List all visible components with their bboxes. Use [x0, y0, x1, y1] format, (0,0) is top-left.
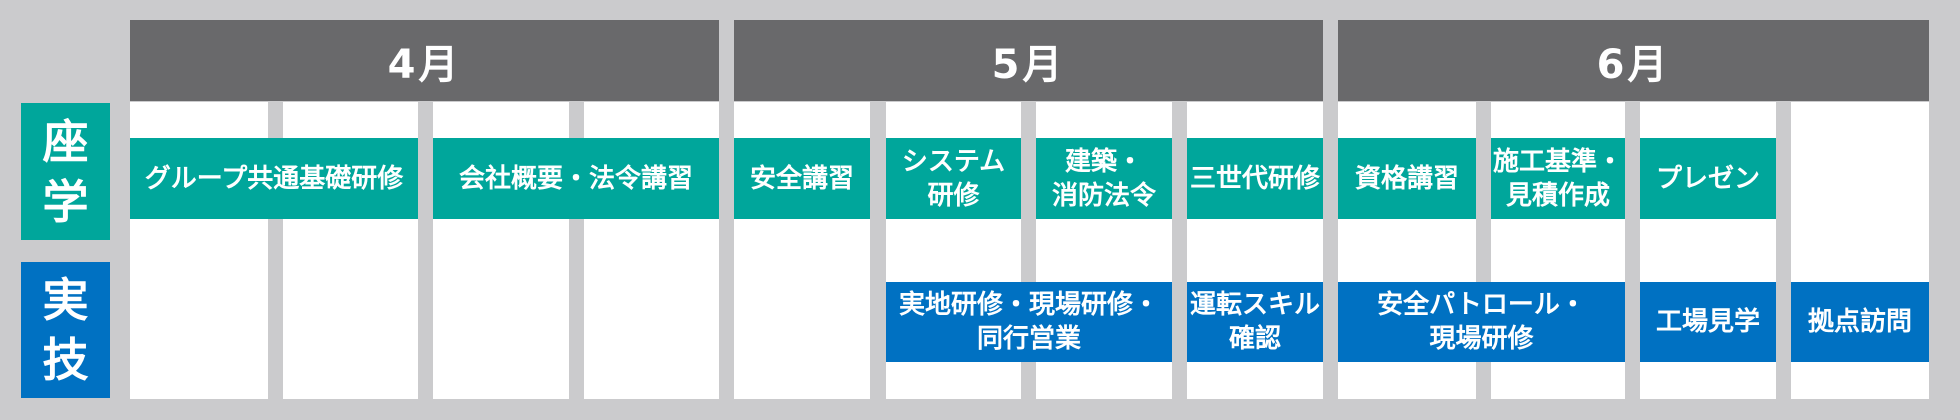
schedule-bar-line: 施工基準・: [1492, 146, 1623, 177]
schedule-bar-line: 工場見学: [1655, 307, 1760, 337]
schedule-bar-line: 会社概要・法令講習: [458, 163, 693, 194]
schedule-bar-line: 見積作成: [1505, 180, 1610, 211]
schedule-bar-line: 同行営業: [976, 324, 1081, 354]
schedule-bar-line: 拠点訪問: [1807, 307, 1912, 337]
schedule-bar-line: 確認: [1228, 324, 1281, 354]
row-label-practical: 実技: [21, 262, 110, 398]
row-label-classroom: 座学: [21, 103, 110, 240]
schedule-bar-line: 安全パトロール・: [1377, 290, 1586, 320]
schedule-bar-line: 実地研修・現場研修・: [898, 290, 1159, 320]
schedule-bar: 実地研修・現場研修・同行営業: [886, 282, 1172, 362]
schedule-bar: 工場見学: [1640, 282, 1776, 362]
schedule-bar-line: 運転スキル: [1189, 290, 1320, 320]
schedule-bar-line: 安全講習: [749, 163, 854, 194]
schedule-bar-line: 現場研修: [1429, 324, 1534, 354]
month-header-april: 4月: [130, 20, 719, 101]
schedule-bar-line: グループ共通基礎研修: [144, 163, 404, 194]
schedule-bar: プレゼン: [1640, 138, 1776, 219]
schedule-bar: 会社概要・法令講習: [433, 138, 719, 219]
schedule-bar: 施工基準・見積作成: [1491, 138, 1625, 219]
schedule-bar: 運転スキル確認: [1187, 282, 1323, 362]
schedule-bar: システム研修: [886, 138, 1021, 219]
schedule-bar-line: システム: [901, 146, 1006, 177]
month-header-june: 6月: [1338, 20, 1929, 101]
schedule-bar: 三世代研修: [1187, 138, 1323, 219]
schedule-bar: 建築・消防法令: [1036, 138, 1172, 219]
month-header-may: 5月: [734, 20, 1323, 101]
schedule-bar: 安全パトロール・現場研修: [1338, 282, 1625, 362]
schedule-bar: グループ共通基礎研修: [130, 138, 418, 219]
schedule-bar-line: 消防法令: [1051, 180, 1156, 211]
schedule-bar-line: 建築・: [1064, 146, 1143, 177]
schedule-bar-line: 三世代研修: [1189, 163, 1320, 194]
schedule-bar-line: 資格講習: [1354, 163, 1459, 194]
schedule-bar: 資格講習: [1338, 138, 1476, 219]
schedule-bar-line: プレゼン: [1655, 163, 1760, 194]
schedule-bar: 拠点訪問: [1791, 282, 1929, 362]
schedule-bar: 安全講習: [734, 138, 870, 219]
schedule-bar-line: 研修: [927, 180, 980, 211]
